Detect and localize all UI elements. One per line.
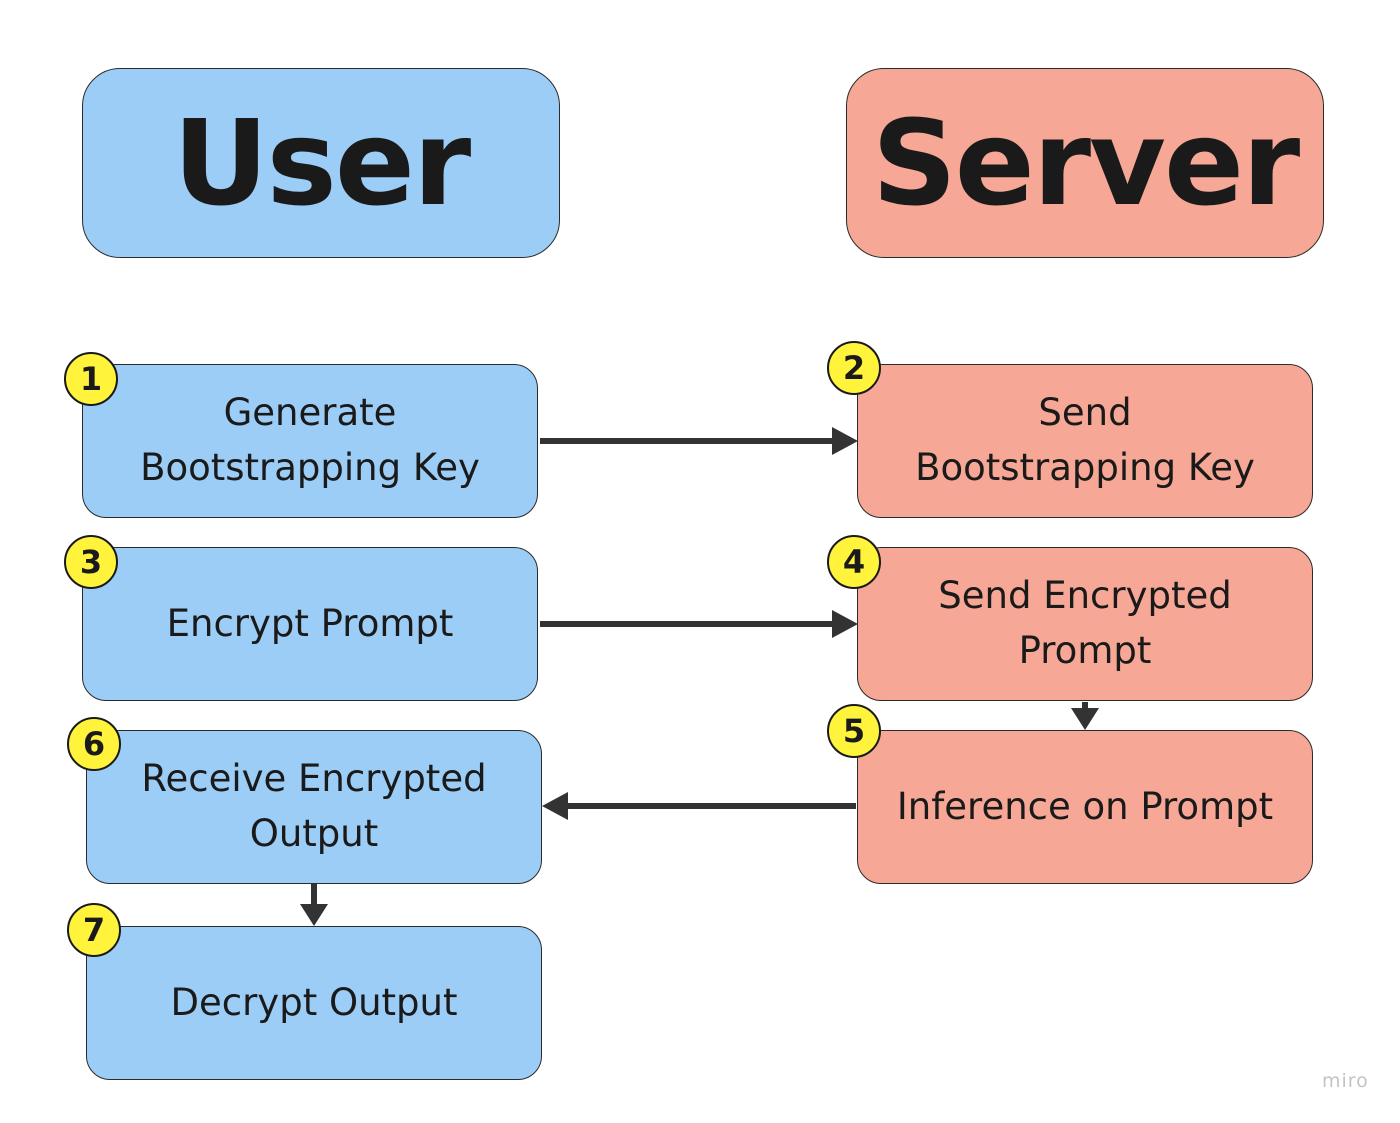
step-1-label: Generate Bootstrapping Key	[140, 391, 480, 489]
arrow-head-icon	[542, 792, 568, 820]
arrow-head-icon	[832, 427, 858, 455]
step-3-badge: 3	[64, 535, 118, 589]
step-6-label: Receive Encrypted Output	[141, 757, 487, 855]
user-header-label: User	[172, 94, 471, 232]
step-5-box: Inference on Prompt	[857, 730, 1313, 884]
step-1-box: Generate Bootstrapping Key	[82, 364, 538, 518]
miro-watermark: miro	[1322, 1070, 1369, 1092]
step-6-badge: 6	[67, 717, 121, 771]
step-2-badge: 2	[827, 341, 881, 395]
step-6-box: Receive Encrypted Output	[86, 730, 542, 884]
step-3-label: Encrypt Prompt	[166, 601, 454, 645]
step-7-box: Decrypt Output	[86, 926, 542, 1080]
step-3-box: Encrypt Prompt	[82, 547, 538, 701]
step-2-box: Send Bootstrapping Key	[857, 364, 1313, 518]
step-5-label: Inference on Prompt	[896, 784, 1274, 828]
step-7-badge: 7	[67, 903, 121, 957]
server-header-label: Server	[871, 94, 1300, 232]
step-5-badge: 5	[827, 704, 881, 758]
arrow-head-icon	[300, 904, 328, 926]
step-4-badge: 4	[827, 535, 881, 589]
step-4-box: Send Encrypted Prompt	[857, 547, 1313, 701]
user-header: User	[82, 68, 560, 258]
server-header: Server	[846, 68, 1324, 258]
arrow-head-icon	[832, 610, 858, 638]
step-1-badge: 1	[64, 352, 118, 406]
step-4-label: Send Encrypted Prompt	[938, 574, 1232, 672]
step-2-label: Send Bootstrapping Key	[915, 391, 1255, 489]
step-7-label: Decrypt Output	[170, 980, 458, 1024]
arrow-head-icon	[1071, 708, 1099, 730]
